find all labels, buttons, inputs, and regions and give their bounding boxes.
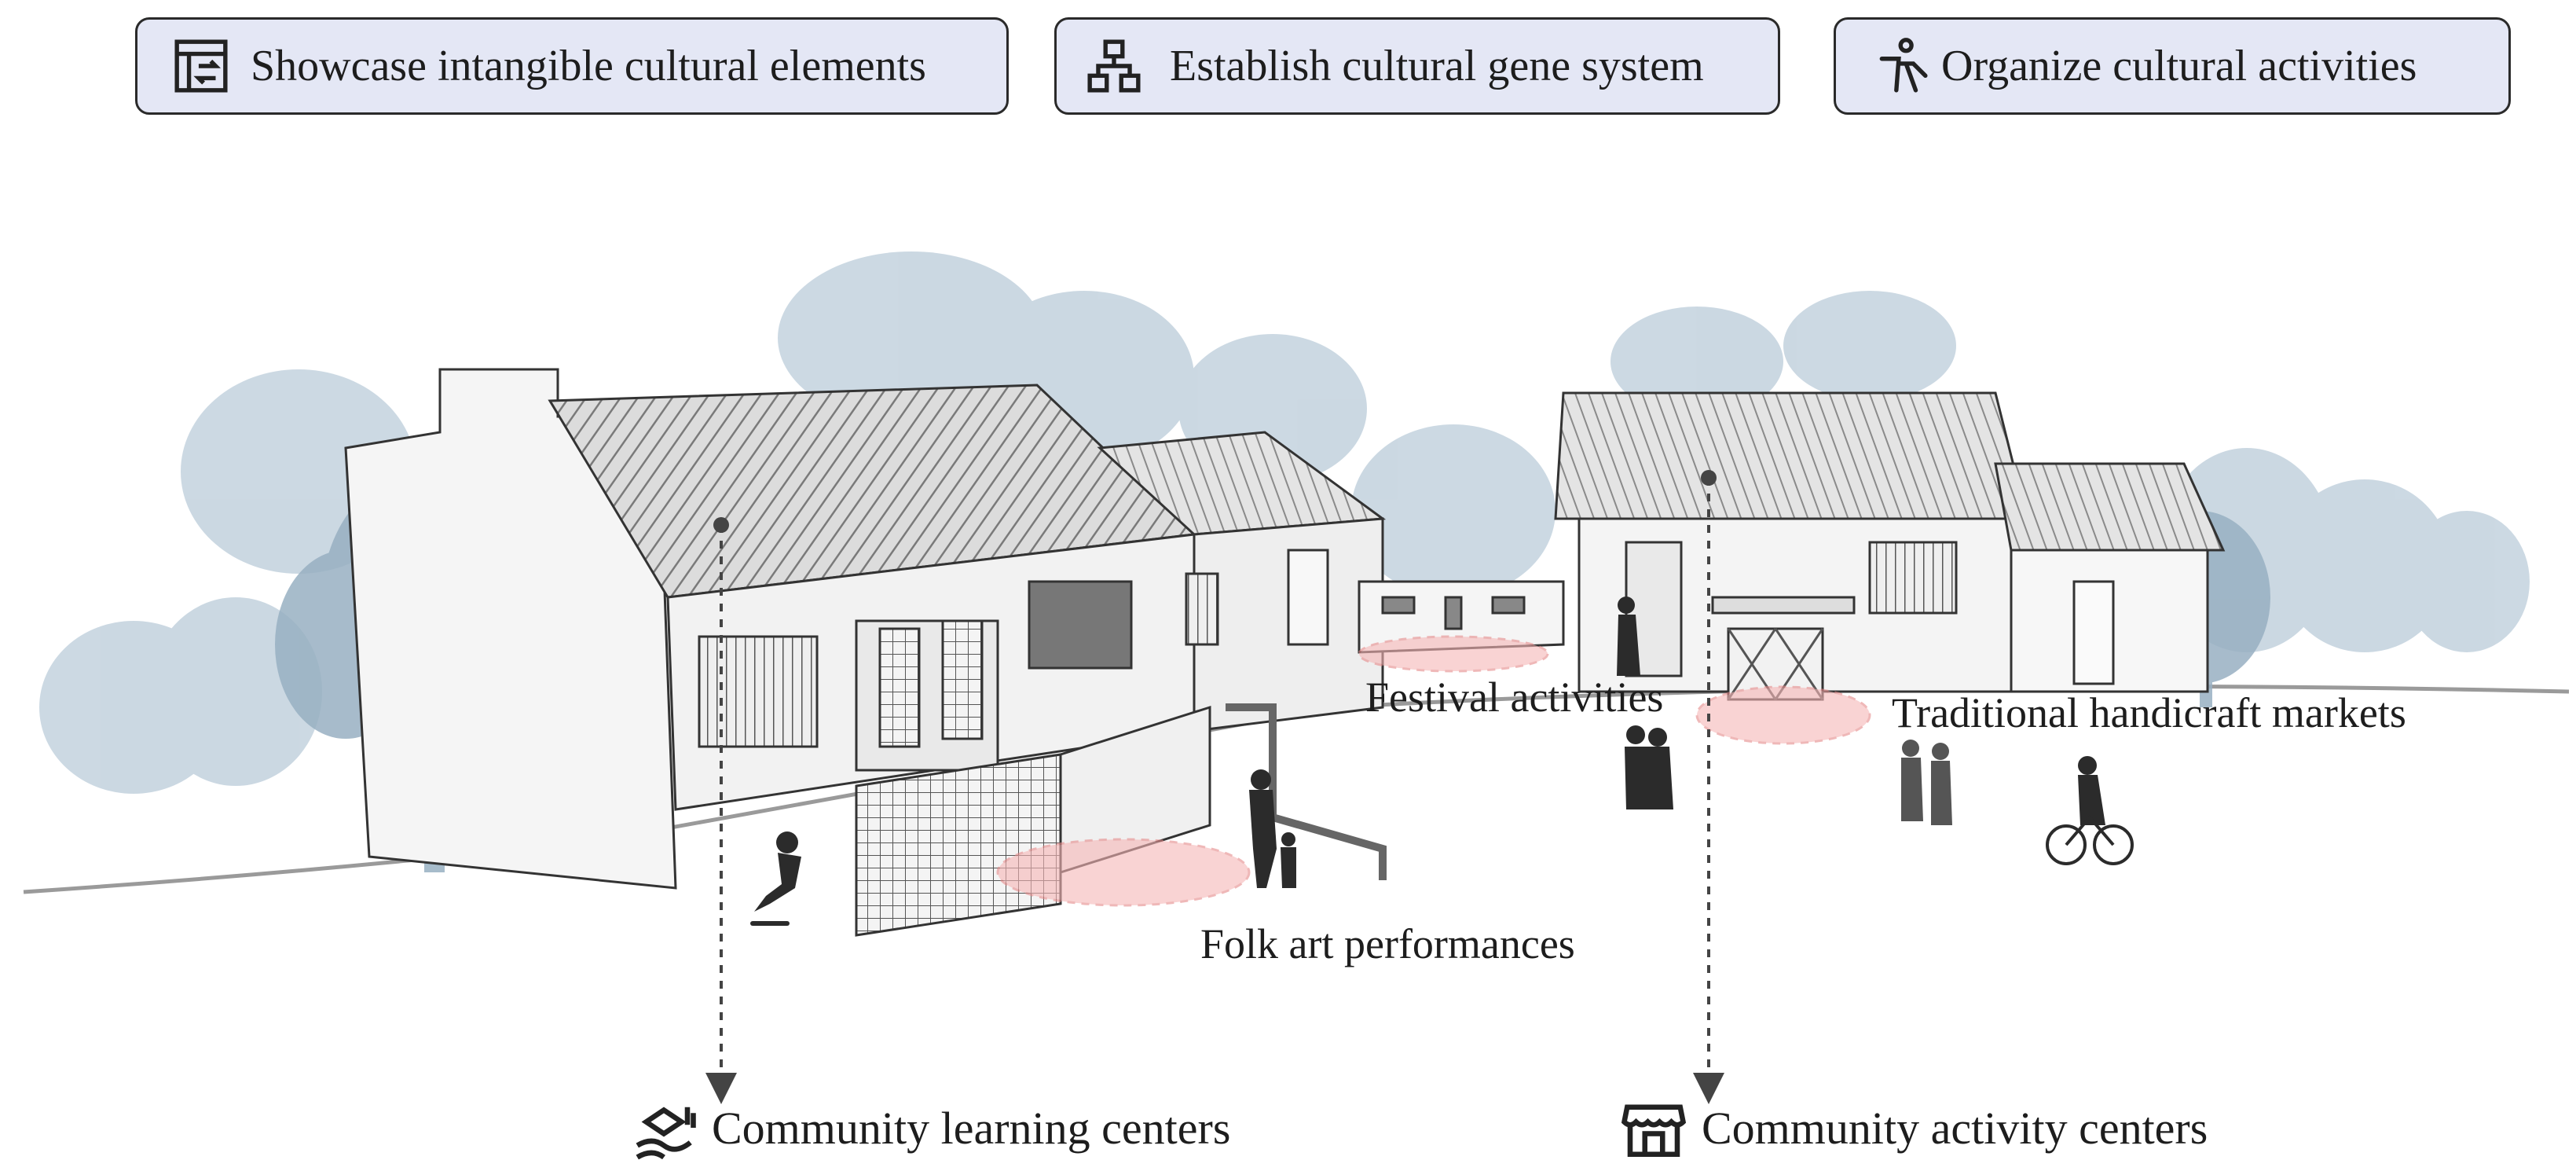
activity-zones bbox=[996, 635, 1871, 907]
hierarchy-icon bbox=[1087, 39, 1141, 93]
learning-center-item: Community learning centers bbox=[628, 1092, 1230, 1163]
cyclist-figure bbox=[2046, 756, 2134, 865]
activity-center-item: Community activity centers bbox=[1618, 1092, 2208, 1163]
festival-activities-label: Festival activities bbox=[1365, 674, 1664, 721]
people-silhouettes bbox=[750, 597, 2134, 926]
category-box-gene-system: Establish cultural gene system bbox=[1054, 17, 1780, 115]
exchange-panel-icon bbox=[174, 39, 228, 93]
category-box-showcase: Showcase intangible cultural elements bbox=[135, 17, 1009, 115]
adult-child-figures bbox=[1249, 769, 1296, 888]
category-box-activities: Organize cultural activities bbox=[1834, 17, 2511, 115]
activity-center-label: Community activity centers bbox=[1702, 1102, 2208, 1154]
storefront-icon bbox=[1621, 1104, 1687, 1158]
learning-center-anchor-dot bbox=[713, 517, 729, 533]
folk-performances-label: Folk art performances bbox=[1200, 920, 1575, 967]
leader-lines bbox=[705, 478, 1724, 1104]
learning-hands-icon bbox=[636, 1107, 696, 1160]
skateboarder-figure bbox=[750, 831, 801, 926]
activity-person-icon bbox=[1879, 38, 1928, 93]
learning-center-label: Community learning centers bbox=[712, 1102, 1231, 1154]
right-building bbox=[1554, 391, 2226, 701]
festival-zone bbox=[1358, 635, 1549, 673]
festival-figures bbox=[1617, 597, 1673, 809]
category-label: Showcase intangible cultural elements bbox=[251, 42, 926, 90]
handicraft-market-zone bbox=[1695, 685, 1871, 745]
handicraft-markets-label: Traditional handicraft markets bbox=[1892, 689, 2406, 736]
folk-performance-zone bbox=[996, 838, 1251, 907]
central-wall bbox=[1358, 580, 1565, 654]
activity-center-anchor-dot bbox=[1701, 470, 1717, 486]
category-label: Organize cultural activities bbox=[1941, 42, 2417, 90]
category-label: Establish cultural gene system bbox=[1170, 42, 1704, 90]
left-building bbox=[344, 368, 1387, 937]
market-walkers-figures bbox=[1901, 740, 1952, 825]
